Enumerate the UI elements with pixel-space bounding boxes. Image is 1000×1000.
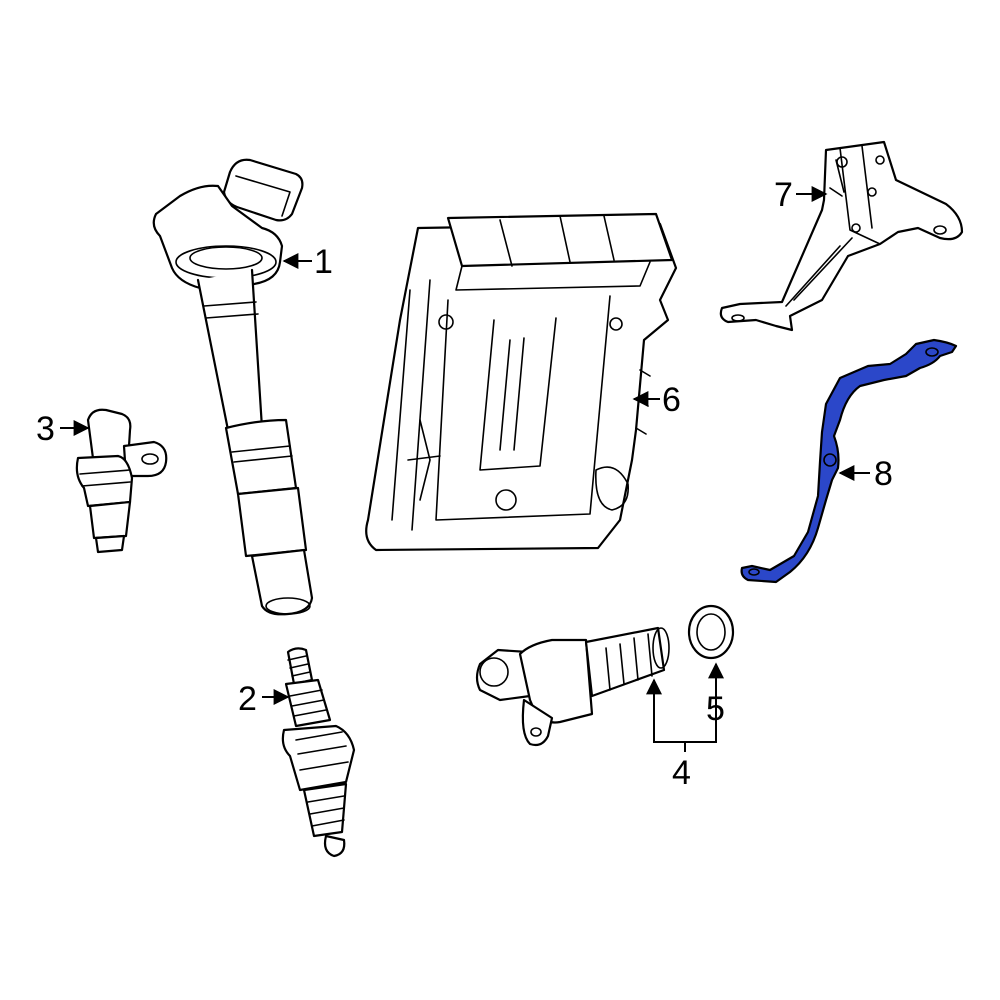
ecm-support-bracket-highlighted[interactable]: 8: [740, 338, 958, 584]
callout-5: 5: [706, 662, 725, 728]
callout-7: 7: [774, 176, 828, 214]
ecm-mounting-bracket[interactable]: 7: [719, 140, 964, 332]
callout-number-4: 4: [672, 754, 691, 792]
callout-6: 6: [632, 381, 681, 419]
callout-8: 8: [838, 455, 893, 493]
callout-4: 4: [646, 664, 717, 792]
callout-number-7: 7: [774, 176, 793, 214]
camshaft-position-sensor[interactable]: 3: [36, 408, 168, 554]
callout-number-6: 6: [662, 381, 681, 419]
callout-1: 1: [282, 243, 333, 281]
ignition-coil[interactable]: 1: [152, 158, 333, 616]
callout-number-2: 2: [238, 680, 257, 718]
oil-control-valve[interactable]: 4: [475, 626, 717, 792]
engine-control-module[interactable]: 6: [365, 212, 681, 552]
callout-number-5: 5: [706, 690, 725, 728]
callout-number-3: 3: [36, 410, 55, 448]
valve-seal-ring[interactable]: 5: [687, 604, 735, 728]
callout-number-1: 1: [314, 243, 333, 281]
callout-3: 3: [36, 410, 90, 448]
callout-2: 2: [238, 680, 290, 718]
spark-plug[interactable]: 2: [238, 647, 356, 858]
callout-number-8: 8: [874, 455, 893, 493]
